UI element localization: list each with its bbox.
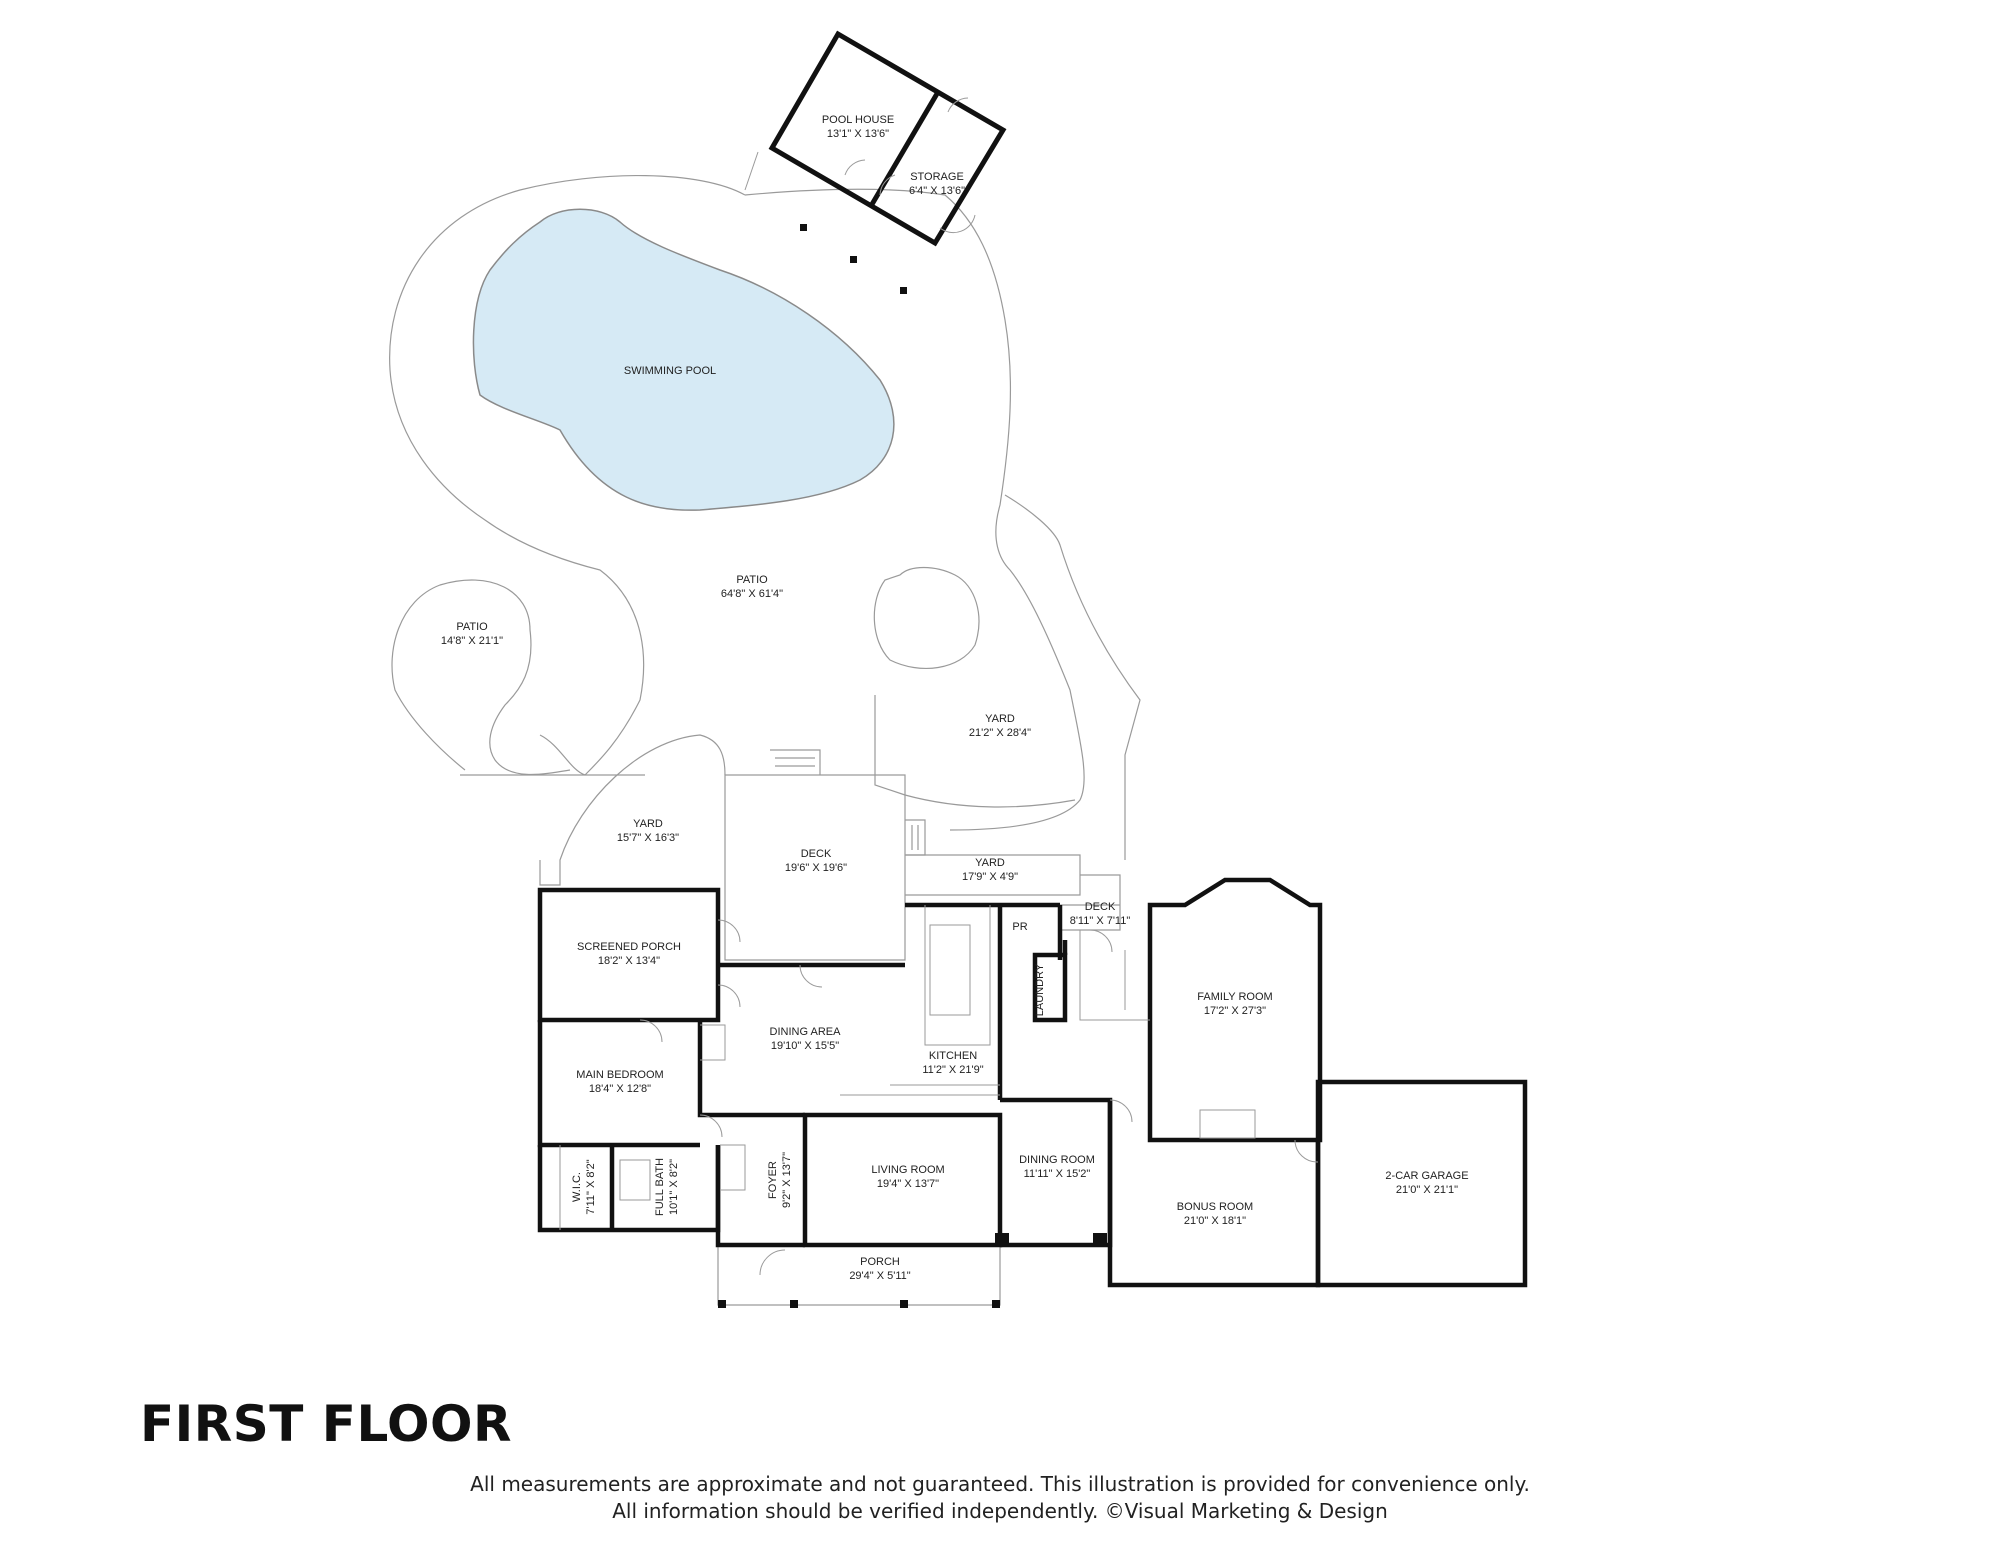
living-room-dims: 19'4" X 13'7" <box>877 1178 939 1190</box>
kitchen-label: KITCHEN <box>929 1050 977 1062</box>
pool-house-label: POOL HOUSE <box>822 114 894 126</box>
deck-step <box>770 749 821 775</box>
porch-outline <box>717 1245 1001 1306</box>
post <box>790 1300 798 1308</box>
kitchen-dims: 11'2" X 21'9" <box>922 1064 983 1076</box>
patio-small-outline <box>391 579 571 775</box>
yard-right-dims: 21'2" X 28'4" <box>969 727 1031 739</box>
family-room-label: FAMILY ROOM <box>1197 991 1272 1003</box>
dining-area-dims: 19'10" X 15'5" <box>771 1040 839 1052</box>
wic-label: W.I.C. <box>571 1172 583 1202</box>
dining-room-dims: 11'11" X 15'2" <box>1024 1168 1091 1180</box>
post <box>900 287 907 294</box>
deck-main-outline <box>724 774 906 961</box>
foyer-label: FOYER <box>767 1161 779 1199</box>
disclaimer-line-1: All measurements are approximate and not… <box>470 1472 1530 1496</box>
swimming-pool-label: SWIMMING POOL <box>624 365 716 377</box>
yard-left-dims: 15'7" X 16'3" <box>617 832 679 844</box>
post <box>900 1300 908 1308</box>
screened-porch-label: SCREENED PORCH <box>577 941 681 953</box>
patio-outline-right <box>744 188 1085 831</box>
patio-small-label: PATIO <box>456 621 488 633</box>
interior-details <box>559 905 1256 1230</box>
garage-label: 2-CAR GARAGE <box>1385 1170 1468 1182</box>
house-walls <box>537 877 1528 1288</box>
porch-dims: 29'4" X 5'11" <box>849 1270 910 1282</box>
post <box>850 256 857 263</box>
post <box>718 1300 726 1308</box>
patio-main-label: PATIO <box>736 574 768 586</box>
deck-main-dims: 19'6" X 19'6" <box>785 862 847 874</box>
dining-room-label: DINING ROOM <box>1019 1154 1095 1166</box>
bonus-room-dims: 21'0" X 18'1" <box>1184 1215 1246 1227</box>
screened-porch-dims: 18'2" X 13'4" <box>598 955 660 967</box>
dining-area-label: DINING AREA <box>770 1026 842 1038</box>
full-bath-label: FULL BATH <box>654 1158 666 1216</box>
yard-right-label: YARD <box>985 713 1015 725</box>
pool-posts <box>800 224 907 294</box>
bonus-room-label: BONUS ROOM <box>1177 1201 1253 1213</box>
deck-main-label: DECK <box>801 848 832 860</box>
hot-tub-outline <box>873 566 980 670</box>
wic-dims: 7'11" X 8'2" <box>585 1159 597 1214</box>
yard-left-label: YARD <box>633 818 663 830</box>
yard-strip-dims: 17'9" X 4'9" <box>962 871 1018 883</box>
storage-dims: 6'4" X 13'6" <box>909 185 965 197</box>
pool-house-doors <box>744 97 976 234</box>
patio-small-dims: 14'8" X 21'1" <box>441 635 503 647</box>
pr-label: PR <box>1012 921 1027 933</box>
living-room-label: LIVING ROOM <box>871 1164 944 1176</box>
door-swings <box>639 919 1319 1276</box>
post <box>995 1233 1009 1246</box>
swimming-pool <box>472 208 895 511</box>
family-room-dims: 17'2" X 27'3" <box>1204 1005 1266 1017</box>
storage-label: STORAGE <box>910 171 964 183</box>
left-yard-outline <box>539 734 726 886</box>
post <box>1093 1233 1107 1246</box>
post <box>800 224 807 231</box>
foyer-dims: 9'2" X 13'7" <box>781 1152 793 1208</box>
garage-dims: 21'0" X 21'1" <box>1396 1184 1458 1196</box>
deck-small-label: DECK <box>1085 901 1116 913</box>
patio-outline <box>389 175 746 776</box>
post <box>992 1300 1000 1308</box>
disclaimer-line-2: All information should be verified indep… <box>612 1499 1388 1523</box>
main-bedroom-label: MAIN BEDROOM <box>576 1069 663 1081</box>
deck-side-step <box>905 819 926 856</box>
full-bath-dims: 10'1" X 8'2" <box>668 1159 680 1215</box>
patio-main-dims: 64'8" X 61'4" <box>721 588 783 600</box>
deck-small-dims: 8'11" X 7'11" <box>1070 915 1131 927</box>
outdoor-outlines <box>389 175 1141 1306</box>
yard-strip-label: YARD <box>975 857 1005 869</box>
porch-label: PORCH <box>860 1256 900 1268</box>
room-labels: POOL HOUSE 13'1" X 13'6" STORAGE 6'4" X … <box>441 114 1469 1282</box>
wall-posts <box>718 1233 1107 1308</box>
pool-house-dims: 13'1" X 13'6" <box>827 128 889 140</box>
main-bedroom-dims: 18'4" X 12'8" <box>589 1083 651 1095</box>
laundry-label: LAUNDRY <box>1034 963 1046 1016</box>
yard-right-outline <box>1004 494 1141 860</box>
floor-title: FIRST FLOOR <box>140 1395 513 1453</box>
